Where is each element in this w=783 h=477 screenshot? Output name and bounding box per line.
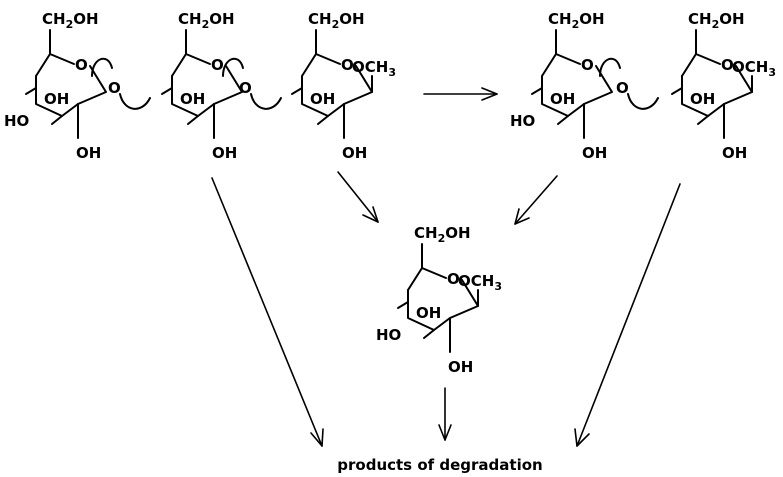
ring-oxygen-label: O xyxy=(211,56,224,74)
ring-oxygen-label: O xyxy=(581,56,594,74)
linkage-arc xyxy=(599,57,621,77)
monosaccharide: CH2OH O OH OH HO OCH3 xyxy=(376,224,502,376)
ch2oh-label: CH2OH xyxy=(414,224,471,245)
oh-bond xyxy=(671,87,683,95)
oh-label: OH xyxy=(690,90,715,108)
ring-bond xyxy=(301,53,341,77)
oh-bond xyxy=(397,301,409,309)
ring-bond xyxy=(681,65,753,117)
sugar-unit: CH2OH O OH OH xyxy=(161,10,243,162)
sugar-unit: CH2OH O OH OH OCH3 xyxy=(671,10,776,162)
ring-bond xyxy=(407,279,479,331)
sugar-unit: CH2OH O OH OH HO xyxy=(4,10,107,162)
ring-oxygen-label: O xyxy=(721,56,734,74)
ch2oh-label: CH2OH xyxy=(548,10,605,31)
oh-bond xyxy=(531,87,543,95)
arrow-tri-to-di xyxy=(423,87,498,101)
ch2oh-label: CH2OH xyxy=(688,10,745,31)
linkage-oxygen-label: O xyxy=(239,79,252,97)
linkage-arc xyxy=(119,93,151,110)
oh-bond xyxy=(697,115,709,125)
oh-label: OH xyxy=(448,358,473,376)
glycosidic-linkage: O xyxy=(222,57,282,110)
ring-bond xyxy=(171,65,243,117)
arrows xyxy=(211,87,681,447)
oh-label: OH xyxy=(180,90,205,108)
sugar-unit: CH2OH O OH OH HO OCH3 xyxy=(376,224,502,376)
glycosidic-linkage: O xyxy=(91,57,151,110)
ch2oh-label: CH2OH xyxy=(42,10,99,31)
linkage-arc xyxy=(222,57,244,77)
sugar-unit: CH2OH O OH OH HO xyxy=(510,10,613,162)
oh-bond xyxy=(187,115,199,125)
oh-bond xyxy=(317,115,329,125)
arrow-mono-to-products xyxy=(438,387,452,441)
ring-oxygen-label: O xyxy=(75,56,88,74)
ring-oxygen-label: O xyxy=(447,270,460,288)
oh-label: OH xyxy=(722,144,747,162)
oh-label: OH xyxy=(310,90,335,108)
trisaccharide: CH2OH O OH OH HO CH2OH O OH OH CH2OH O OH OH OCH3 O… xyxy=(4,10,396,162)
caption-products-of-degradation: products of degradation xyxy=(337,456,542,474)
ho-label: HO xyxy=(376,326,401,344)
linkage-oxygen-label: O xyxy=(616,79,629,97)
linkage-arc xyxy=(91,57,113,77)
glycosidic-linkage: O xyxy=(599,57,659,110)
ring-oxygen-label: O xyxy=(341,56,354,74)
och3-label: OCH3 xyxy=(458,272,502,293)
oh-label: OH xyxy=(416,304,441,322)
oh-bond xyxy=(291,87,303,95)
oh-bond xyxy=(161,87,173,95)
ring-bond xyxy=(541,53,581,77)
och3-label: OCH3 xyxy=(732,58,776,79)
oh-label: OH xyxy=(342,144,367,162)
oh-bond xyxy=(557,115,569,125)
disaccharide: CH2OH O OH OH HO CH2OH O OH OH OCH3 O xyxy=(510,10,776,162)
och3-label: OCH3 xyxy=(352,58,396,79)
oh-label: OH xyxy=(44,90,69,108)
ho-label: HO xyxy=(4,112,29,130)
ring-bond xyxy=(35,65,107,117)
ring-bond xyxy=(681,53,721,77)
linkage-arc xyxy=(627,93,659,110)
arrow-tri-to-products xyxy=(211,177,324,447)
sugar-unit: CH2OH O OH OH OCH3 xyxy=(291,10,396,162)
ring-bond xyxy=(171,53,211,77)
arrow-di-to-products xyxy=(574,183,681,447)
oh-label: OH xyxy=(582,144,607,162)
oh-bond xyxy=(25,87,37,95)
ring-bond xyxy=(35,53,75,77)
arrow-di-to-mono xyxy=(514,175,558,225)
oh-bond xyxy=(51,115,63,125)
ring-bond xyxy=(407,267,447,291)
ring-bond xyxy=(301,65,373,117)
oh-label: OH xyxy=(550,90,575,108)
oh-label: OH xyxy=(76,144,101,162)
linkage-arc xyxy=(250,93,282,110)
ch2oh-label: CH2OH xyxy=(308,10,365,31)
arrow-tri-to-mono xyxy=(337,171,379,223)
ho-label: HO xyxy=(510,112,535,130)
ring-bond xyxy=(541,65,613,117)
ch2oh-label: CH2OH xyxy=(178,10,235,31)
oh-label: OH xyxy=(212,144,237,162)
oh-bond xyxy=(423,329,435,339)
linkage-oxygen-label: O xyxy=(108,79,121,97)
